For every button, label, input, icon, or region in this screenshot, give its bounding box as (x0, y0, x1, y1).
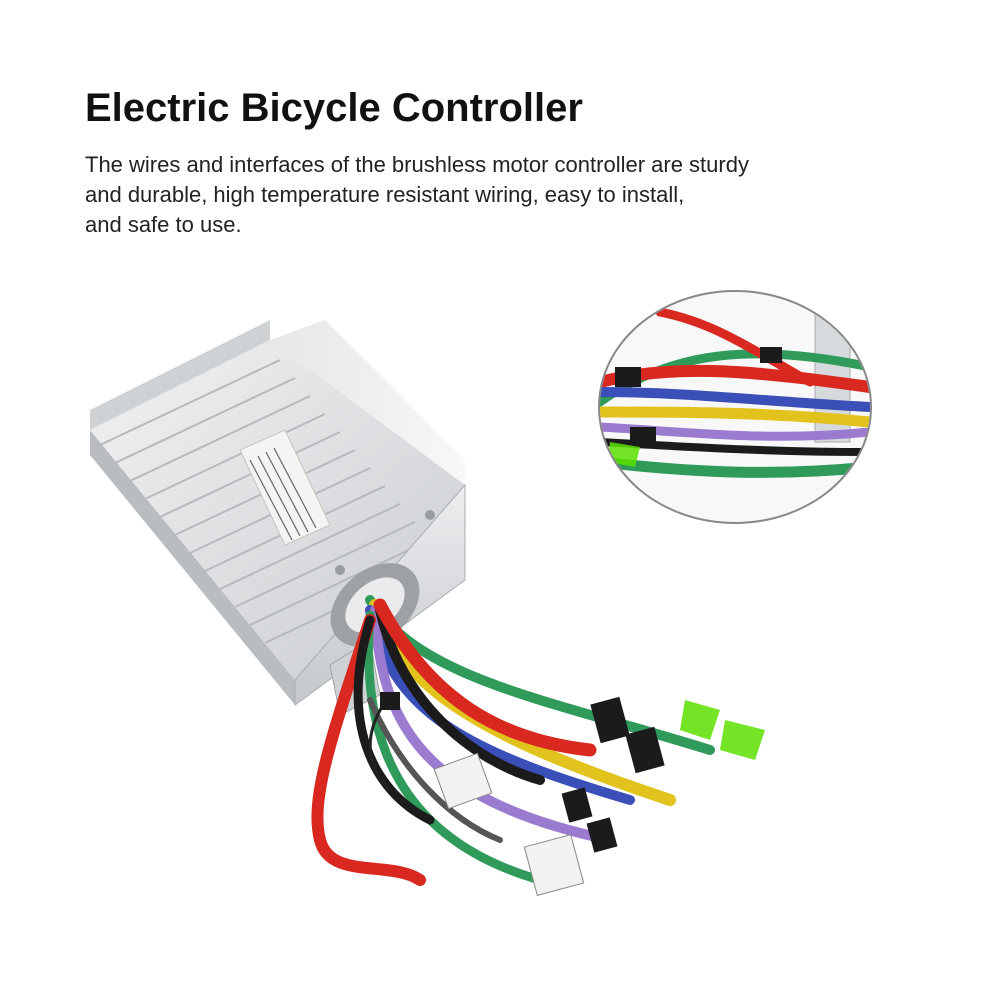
description-line: The wires and interfaces of the brushles… (85, 152, 749, 177)
wire-closeup-image (598, 290, 872, 524)
page-title: Electric Bicycle Controller (85, 86, 583, 130)
wire-bundle (311, 595, 715, 886)
connectors (380, 692, 765, 896)
controller-image (90, 320, 765, 896)
description-line: and safe to use. (85, 212, 242, 237)
description-line: and durable, high temperature resistant … (85, 182, 685, 207)
product-description: The wires and interfaces of the brushles… (85, 150, 845, 240)
